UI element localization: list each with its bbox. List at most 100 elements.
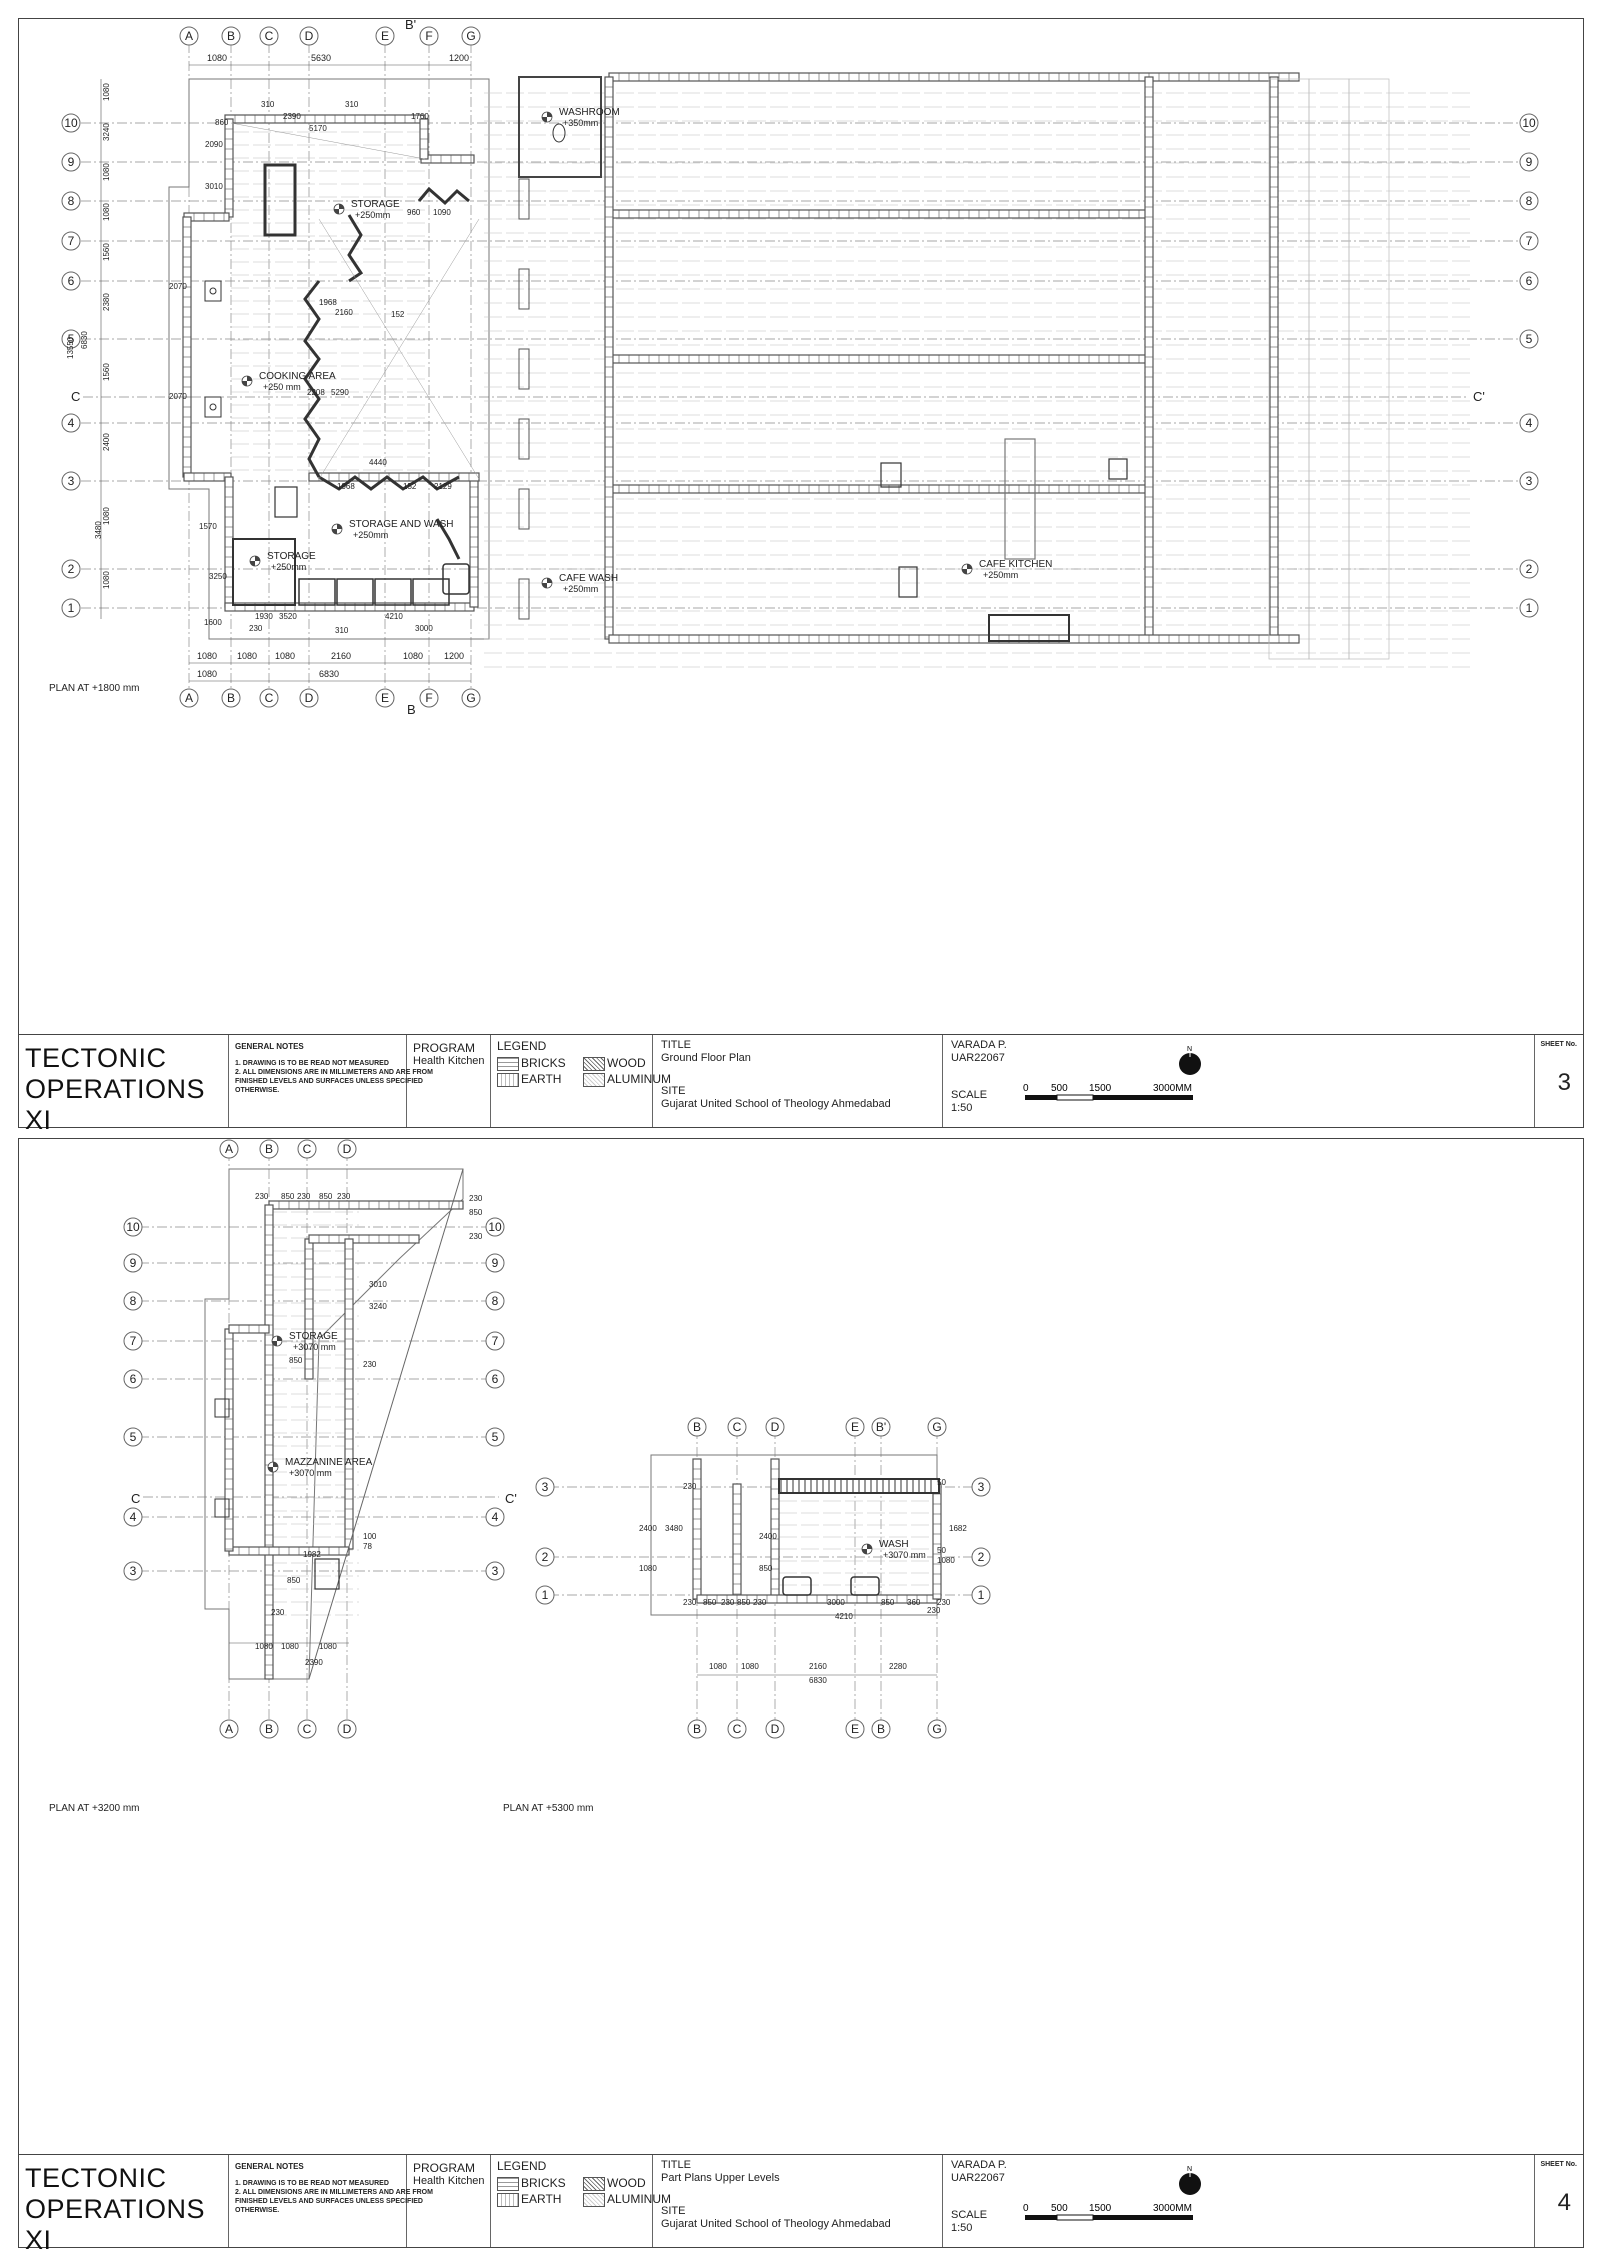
upper-table xyxy=(314,1558,340,1590)
grid-col-right-bottom-5: G xyxy=(932,1722,941,1736)
grid-row-left-2-bubble xyxy=(61,559,81,579)
dim-top-1: 5630 xyxy=(311,53,331,63)
upper-dim-right-14: 1682 xyxy=(949,1524,967,1533)
scale-value: 1:50 xyxy=(951,2222,973,2234)
general-notes-heading: GENERAL NOTES xyxy=(235,2162,304,2171)
grid-col-left-top-C: C xyxy=(303,1142,312,1156)
grid-col-bottom-B: B xyxy=(227,691,235,705)
zigzag-partition-west xyxy=(303,280,321,478)
upper-dim-left-14: 78 xyxy=(363,1542,372,1551)
grid-row-left-l-9-bubble xyxy=(123,1253,143,1273)
room-label-6-level-icon-fill xyxy=(962,569,967,574)
grid-row-left-7-bubble xyxy=(61,231,81,251)
upper-dim-left-18: 1080 xyxy=(281,1642,299,1651)
cafe-counter xyxy=(988,614,1070,642)
cafe-bench-1 xyxy=(518,268,530,310)
upper-dim-right-5: 850 xyxy=(703,1598,717,1607)
grid-row-right-9: 9 xyxy=(1526,155,1533,169)
grid-col-right-bottom-3-bubble xyxy=(845,1719,865,1739)
grid-col-bottom-G: G xyxy=(466,691,475,705)
grid-col-left-top-B: B xyxy=(265,1142,273,1156)
upper-room-label-2-name: WASH xyxy=(879,1539,909,1550)
grid-col-bottom-F: F xyxy=(425,691,432,705)
burner-icon-0 xyxy=(209,287,217,295)
earth-swatch xyxy=(497,1073,519,1087)
program-value: Health Kitchen xyxy=(413,1055,485,1067)
room-label-3-level: +250mm xyxy=(271,562,306,572)
title-value: Ground Floor Plan xyxy=(661,1052,751,1064)
note-1: 1. DRAWING IS TO BE READ NOT MEASURED xyxy=(235,2180,389,2187)
upper-dim-left-9: 3240 xyxy=(369,1302,387,1311)
grid-row-left-9-bubble xyxy=(61,152,81,172)
cafe-column-b xyxy=(1144,76,1154,640)
grid-col-left-bottom-C-bubble xyxy=(297,1719,317,1739)
upper-room-label-2-level-icon-fill xyxy=(862,1549,867,1554)
grid-col-right-bottom-5-bubble xyxy=(927,1719,947,1739)
dim-left-0: 1080 xyxy=(102,83,111,101)
upper-dim-left-2: 230 xyxy=(297,1192,311,1201)
section-mark-b: B xyxy=(407,702,416,717)
grid-row-right-r-2: 2 xyxy=(978,1550,985,1564)
diag xyxy=(230,122,426,160)
general-notes-cell: GENERAL NOTES 1. DRAWING IS TO BE READ N… xyxy=(229,1035,433,1127)
room-label-2-level-icon-fill xyxy=(332,529,337,534)
upper-room-label-1-name: MAZZANINE AREA xyxy=(285,1457,373,1468)
cafe-wall-north xyxy=(608,72,1300,82)
title-block: TECTONIC OPERATIONS XI GENERAL NOTES 1. … xyxy=(19,1034,1583,1135)
room-label-0-level: +250mm xyxy=(355,210,390,220)
grid-col-right-bottom-4-bubble xyxy=(871,1719,891,1739)
dim-interior-2: 2390 xyxy=(283,112,301,121)
grid-row-left-2: 2 xyxy=(68,562,75,576)
grid-row-right-7-bubble xyxy=(1519,231,1539,251)
wash-basin-icon xyxy=(850,1576,880,1596)
upper-room-label-2-level: +3070 mm xyxy=(883,1550,926,1560)
grid-col-top-D: D xyxy=(305,29,314,43)
plan-label-ground: PLAN AT +1800 mm xyxy=(49,683,140,694)
zigzag-partition-upper xyxy=(347,214,364,283)
grid-col-left-top-A: A xyxy=(225,1142,233,1156)
sheet-number-heading: SHEET No. xyxy=(1540,2161,1577,2168)
room-label-2-level: +250mm xyxy=(353,530,388,540)
grid-row-right-l-1: 1 xyxy=(542,1588,549,1602)
title-value: Part Plans Upper Levels xyxy=(661,2172,780,2184)
program-heading: PROGRAM xyxy=(413,2161,476,2175)
upper-plinth-outline xyxy=(204,1168,464,1680)
grid-row-left-6-bubble xyxy=(61,271,81,291)
room-label-2-level-icon-fill xyxy=(337,524,342,529)
grid-row-left-l-9: 9 xyxy=(130,1256,137,1270)
dim-left-4: 1560 xyxy=(102,243,111,261)
dim-left-5: 2380 xyxy=(102,293,111,311)
grid-row-left-7: 7 xyxy=(68,234,75,248)
upper-dim-right-25: 6830 xyxy=(809,1676,827,1685)
east-bay-1 xyxy=(1308,78,1350,660)
site-value: Gujarat United School of Theology Ahmeda… xyxy=(661,1098,891,1110)
scale-tick-500: 500 xyxy=(1051,1083,1068,1094)
grid-row-left-l-6-bubble xyxy=(123,1369,143,1389)
grid-row-right-1-bubble xyxy=(1519,598,1539,618)
dim-bottom2-1: 6830 xyxy=(319,669,339,679)
grid-row-left-l-8-bubble xyxy=(123,1291,143,1311)
upper-dim-right-12: 230 xyxy=(927,1606,941,1615)
title-cell: TITLE Ground Floor Plan SITE Gujarat Uni… xyxy=(653,1035,943,1127)
dim-interior-28: 960 xyxy=(407,208,421,217)
upper-wall-east xyxy=(344,1238,354,1550)
upper-room-label-2-level-icon-fill xyxy=(867,1544,872,1549)
dim-bottom1-3: 2160 xyxy=(331,651,351,661)
upper-dim-right-4: 230 xyxy=(683,1598,697,1607)
dim-interior-14: 2090 xyxy=(205,140,223,149)
grid-row-right-r-3-bubble xyxy=(971,1477,991,1497)
grid-col-left-top-A-bubble xyxy=(219,1139,239,1159)
grid-row-left-l-8: 8 xyxy=(130,1294,137,1308)
upper-dim-left-8: 3010 xyxy=(369,1280,387,1289)
grid-col-left-bottom-B-bubble xyxy=(259,1719,279,1739)
cafe-wash-sink-icon xyxy=(898,566,918,598)
plan-label-3200: PLAN AT +3200 mm xyxy=(49,1803,140,1814)
grid-row-left-l-10: 10 xyxy=(126,1220,140,1234)
upper-dim-right-22: 1080 xyxy=(741,1662,759,1671)
grid-row-right-5-bubble xyxy=(1519,329,1539,349)
sheet-number-heading: SHEET No. xyxy=(1540,1041,1577,1048)
grid-row-left-l-4-bubble xyxy=(123,1507,143,1527)
upper-dim-right-7: 850 xyxy=(737,1598,751,1607)
grid-row-left-l-10-bubble xyxy=(123,1217,143,1237)
grid-row-right-l-3-bubble xyxy=(535,1477,555,1497)
